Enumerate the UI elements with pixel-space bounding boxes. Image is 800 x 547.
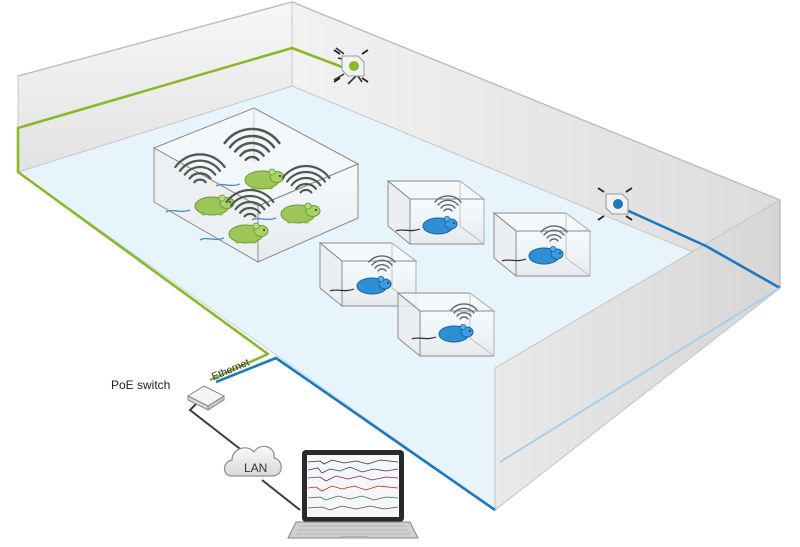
eeg-traces [307, 459, 399, 511]
lan-label: LAN [244, 461, 268, 475]
small-cage [397, 292, 495, 357]
blue-cable [215, 206, 781, 512]
small-cage [493, 212, 591, 277]
green-cable [16, 46, 351, 382]
laptop-icon [287, 450, 419, 539]
antenna-receiver-icon [597, 187, 633, 221]
small-cage [387, 180, 485, 245]
poe-switch-label: PoE switch [111, 378, 171, 392]
large-cage [152, 107, 360, 263]
cloud-icon [223, 445, 282, 477]
light-blue-cable [499, 287, 781, 463]
antenna-receiver-icon [333, 47, 369, 85]
network-switch-icon [186, 385, 226, 411]
